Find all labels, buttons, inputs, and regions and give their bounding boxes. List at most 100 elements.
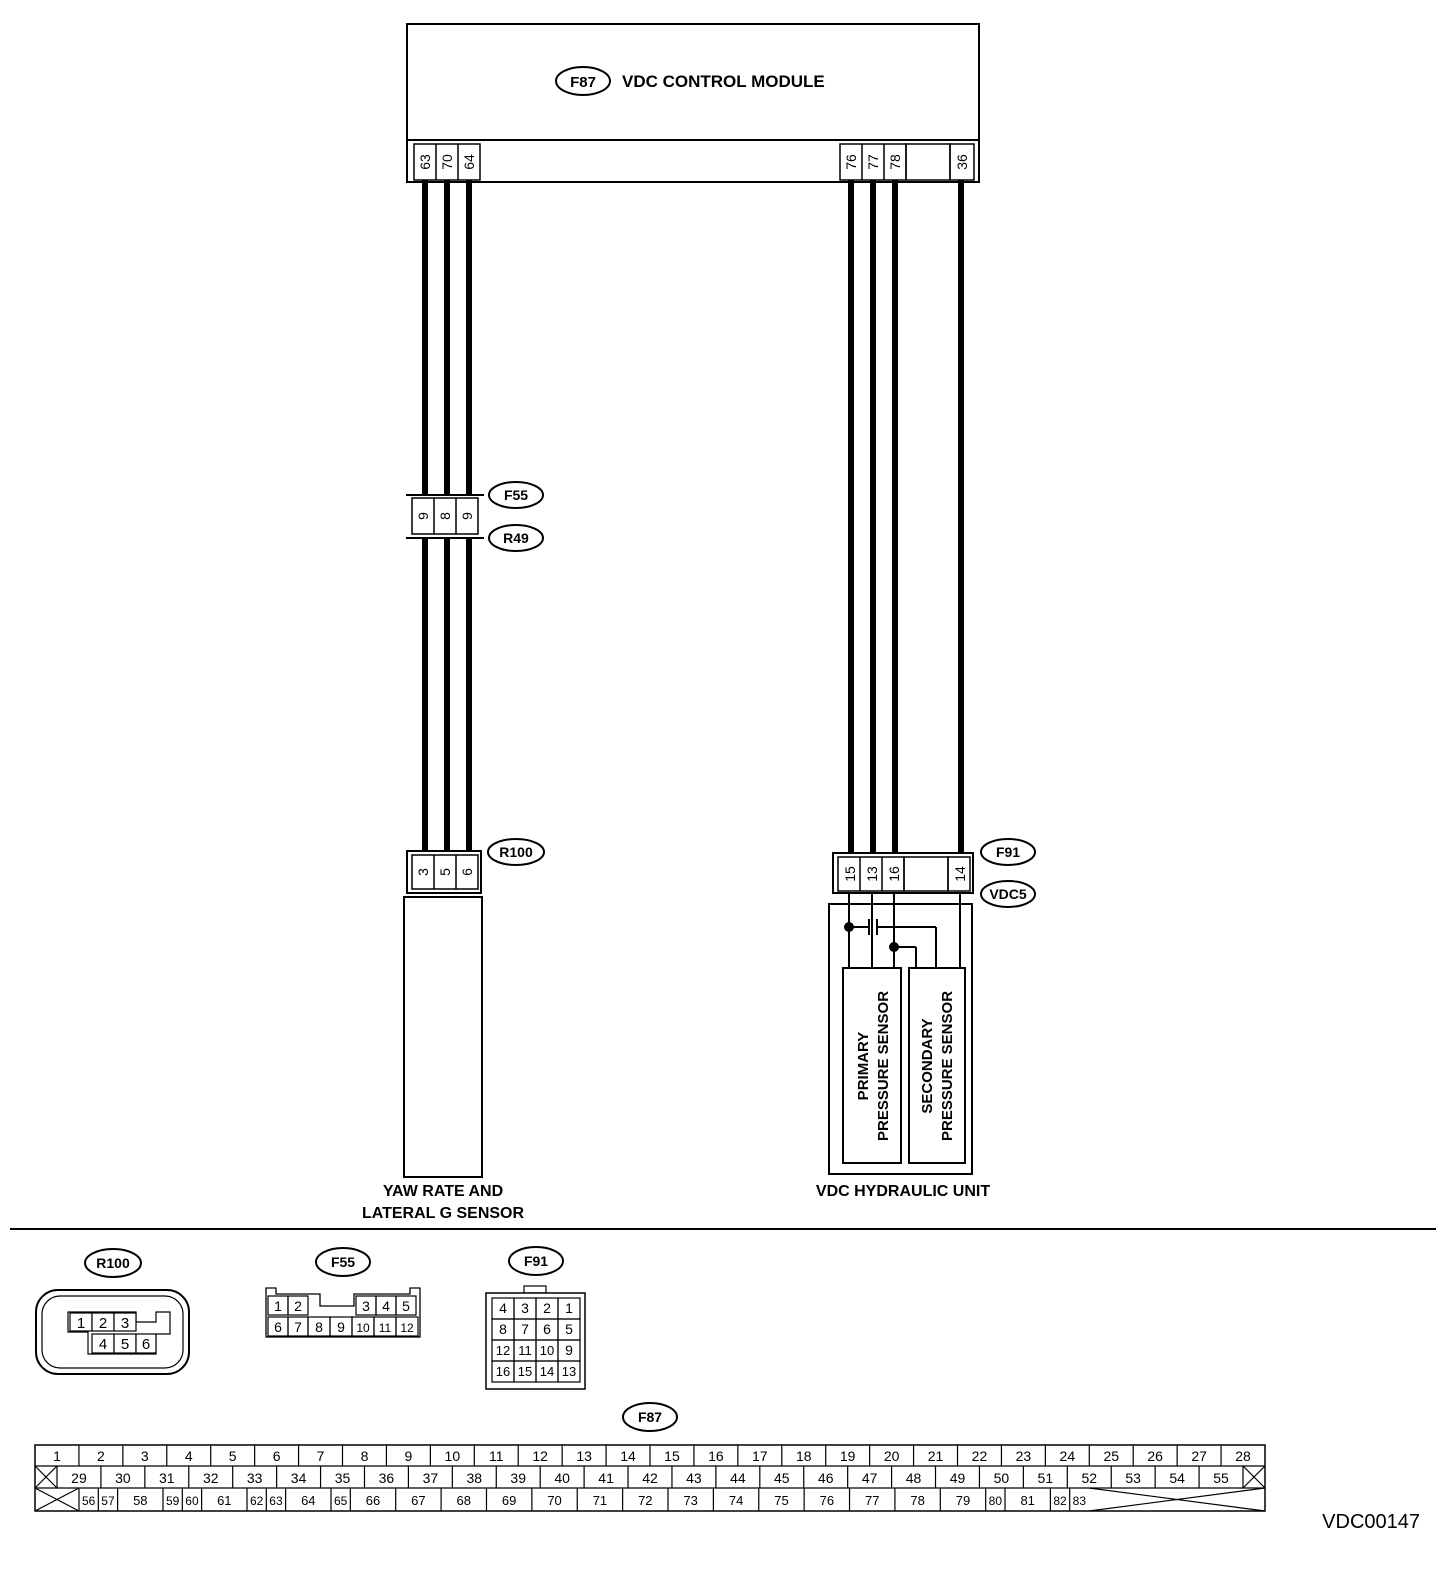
f87-face-pin-17: 17 [752,1448,768,1464]
f87-face-pin-18: 18 [796,1448,812,1464]
f91-face-pin-11: 11 [518,1343,532,1358]
f91-face-pin-16: 16 [496,1364,510,1379]
primary-label-line1: PRIMARY [855,1032,872,1101]
joint-pin-2: 8 [437,512,453,520]
f87-face-pin-2: 2 [97,1448,105,1464]
f91-face-pin-8: 8 [499,1321,507,1337]
f87-face-pin-68: 68 [457,1493,471,1508]
f55-face-pin-9: 9 [337,1319,345,1335]
primary-pressure-sensor [842,967,902,1164]
f87-face-pin-75: 75 [774,1493,788,1508]
f87-face-pin-74: 74 [729,1493,743,1508]
f87-face-pin-55: 55 [1213,1470,1229,1486]
connector-f55-face: F55 1 2 3 4 5 6 7 8 9 10 11 12 [265,1247,421,1338]
hyd-pin-13: 13 [864,866,880,882]
yaw-label-line2: LATERAL G SENSOR [362,1205,525,1222]
f87-face-pin-57: 57 [101,1494,115,1508]
f87-face-pin-14: 14 [620,1448,636,1464]
r100-face-pin-2: 2 [99,1315,107,1332]
f87-face-pin-56: 56 [82,1494,96,1508]
f87-face-pin-29: 29 [71,1470,87,1486]
f87-face-pin-42: 42 [642,1470,658,1486]
hyd-badge-f91-text: F91 [996,844,1020,860]
f91-face-pin-4: 4 [499,1300,507,1316]
f87-face-pin-23: 23 [1016,1448,1032,1464]
module-title: VDC CONTROL MODULE [622,72,825,91]
joint-badge-r49 [488,524,544,552]
f87-face-pin-71: 71 [593,1493,607,1508]
r100-face-pin-4: 4 [99,1336,107,1353]
f87-face-pin-48: 48 [906,1470,922,1486]
f87-face-pin-7: 7 [317,1448,325,1464]
f87-face-pin-50: 50 [994,1470,1010,1486]
primary-label-line2: PRESSURE SENSOR [875,991,892,1141]
secondary-label-line2: PRESSURE SENSOR [939,991,956,1141]
f55-face-pin-10: 10 [356,1321,370,1335]
vdc-control-module: F87 VDC CONTROL MODULE 63 70 64 76 77 78… [406,23,980,183]
f87-face-pin-73: 73 [683,1493,697,1508]
f87-face-pin-26: 26 [1147,1448,1163,1464]
yaw-pin-5: 5 [437,868,453,876]
secondary-label-line1: SECONDARY [919,1018,936,1113]
f87-face-pin-5: 5 [229,1448,237,1464]
f87-face-pin-15: 15 [664,1448,680,1464]
f87-face-pin-9: 9 [404,1448,412,1464]
f87-face-pin-59: 59 [166,1494,180,1508]
f87-face-pin-6: 6 [273,1448,281,1464]
f87-face-pin-24: 24 [1060,1448,1076,1464]
f91-face-pin-10: 10 [540,1343,554,1358]
module-pin-70: 70 [439,154,455,170]
secondary-pressure-sensor [908,967,966,1164]
r100-face-pin-1: 1 [77,1315,85,1332]
f87-face-pin-77: 77 [865,1493,879,1508]
module-pin-63: 63 [417,154,433,170]
f87-face-pin-66: 66 [366,1493,380,1508]
f87-face-pin-33: 33 [247,1470,263,1486]
hyd-pin-14: 14 [952,866,968,882]
f87-face-pin-10: 10 [445,1448,461,1464]
f87-face-pin-27: 27 [1191,1448,1207,1464]
f55-face-pin-12: 12 [400,1321,414,1335]
connector-r100-face: R100 1 2 3 4 5 6 [35,1248,190,1375]
hydraulic-label: VDC HYDRAULIC UNIT [816,1183,990,1200]
f87-face-pin-25: 25 [1103,1448,1119,1464]
f91-face-pin-7: 7 [521,1321,529,1337]
f87-face-pin-82: 82 [1053,1494,1067,1508]
f87-face-pin-22: 22 [972,1448,988,1464]
f87-face-pin-34: 34 [291,1470,307,1486]
figure-code: VDC00147 [1322,1511,1420,1533]
f87-face-pin-64: 64 [301,1493,315,1508]
hyd-pin-16: 16 [886,866,902,882]
f87-face-pin-54: 54 [1169,1470,1185,1486]
f87-face-pin-13: 13 [576,1448,592,1464]
f91-face-badge: F91 [524,1253,548,1269]
f91-face-pin-14: 14 [540,1364,554,1379]
r100-face-pin-6: 6 [142,1336,150,1353]
f87-face-pin-31: 31 [159,1470,175,1486]
r100-face-pin-5: 5 [121,1336,129,1353]
f87-face-pin-62: 62 [250,1494,264,1508]
vdc-hydraulic-unit: 15 13 16 14 F91 VDC5 PRIMARY PRESSURE SE… [816,838,1036,1200]
f87-face-pin-41: 41 [598,1470,614,1486]
f87-face-pin-67: 67 [411,1493,425,1508]
f87-face-pin-47: 47 [862,1470,878,1486]
f87-face-pin-58: 58 [133,1493,147,1508]
f91-face-pin-12: 12 [496,1343,510,1358]
f87-face-pin-63: 63 [269,1494,283,1508]
module-pin-64: 64 [461,154,477,170]
joint-pin-3: 9 [459,512,475,520]
f87-face-pin-45: 45 [774,1470,790,1486]
f87-face-pin-81: 81 [1020,1493,1034,1508]
f55-face-pin-5: 5 [402,1298,410,1314]
yaw-pin-6: 6 [459,868,475,876]
f87-face-pin-69: 69 [502,1493,516,1508]
f87-face-pin-36: 36 [379,1470,395,1486]
joint-badge-r49-text: R49 [503,530,529,546]
yaw-badge-text: R100 [499,844,533,860]
module-pin-76: 76 [843,154,859,170]
f91-face-pin-15: 15 [518,1364,532,1379]
f91-face-pin-9: 9 [565,1342,573,1358]
joint-badge-f55 [488,481,544,509]
f87-face-pin-3: 3 [141,1448,149,1464]
